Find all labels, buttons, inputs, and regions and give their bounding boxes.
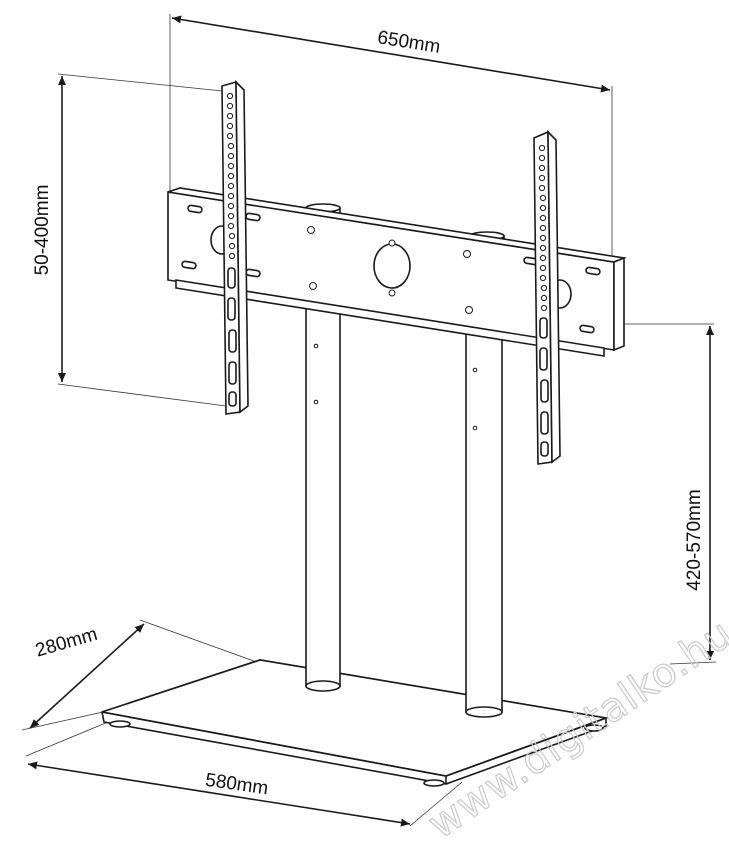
extension-line	[25, 721, 109, 757]
base-foot	[109, 720, 131, 728]
dimension-label-50-400: 50-400mm	[32, 185, 53, 276]
dimension-420-570mm: 420-570mm	[600, 323, 717, 665]
mounting-crossbar	[167, 187, 627, 357]
dimension-arrow	[171, 15, 611, 93]
extension-line	[57, 383, 227, 407]
extension-line	[669, 661, 717, 665]
crossbar-side-edge	[613, 256, 625, 352]
extension-line	[21, 709, 113, 731]
base-foot	[584, 724, 604, 732]
dimension-arrow	[29, 623, 145, 729]
crossbar-center-hole	[373, 243, 411, 289]
dimension-label-580: 580mm	[204, 770, 270, 800]
dimension-label-280: 280mm	[33, 624, 100, 662]
column-right	[465, 309, 503, 718]
extension-line	[139, 619, 263, 665]
arm-edge	[235, 80, 249, 414]
extension-line	[57, 73, 233, 93]
vesa-arm-right	[533, 130, 561, 465]
column-left	[305, 289, 341, 692]
column-foot-ring	[465, 706, 503, 718]
column-tube	[465, 309, 503, 713]
column-tube	[305, 289, 341, 687]
column-foot-ring	[305, 680, 341, 692]
dimension-label-420-570: 420-570mm	[684, 489, 705, 590]
dimension-50-400mm: 50-400mm	[32, 73, 233, 407]
base-foot	[423, 779, 445, 787]
dimension-arrow	[27, 761, 411, 827]
glass-base	[101, 659, 610, 787]
vesa-arm-left	[221, 80, 249, 415]
arm-edge	[547, 130, 561, 464]
crossbar-lip	[175, 279, 605, 357]
extension-line	[409, 781, 463, 827]
